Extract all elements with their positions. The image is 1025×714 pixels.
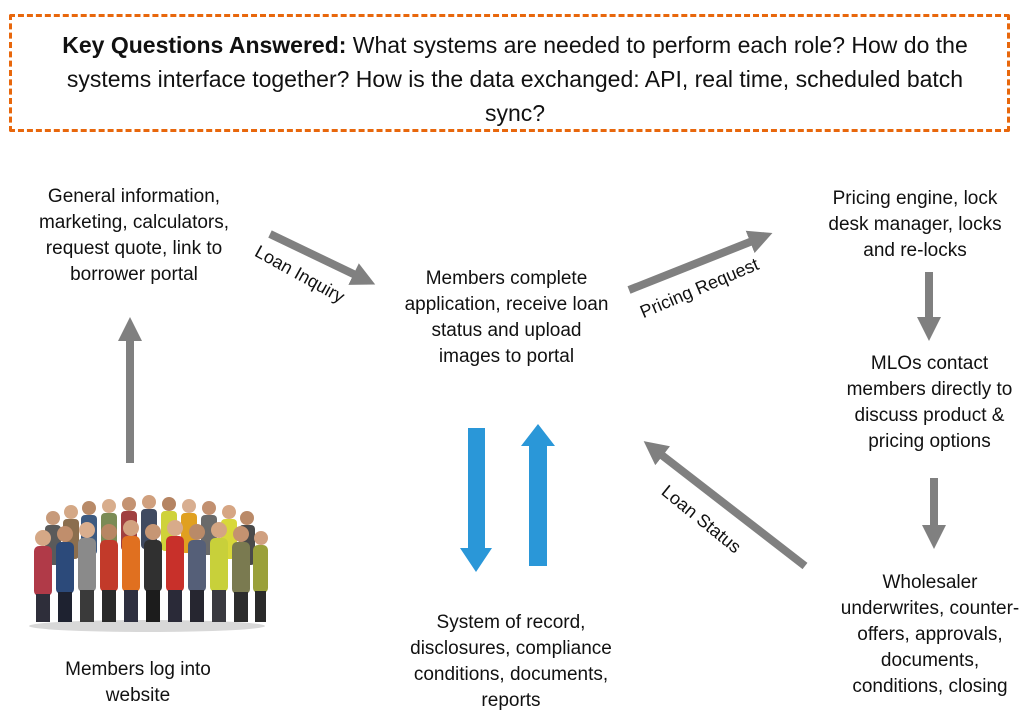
key-questions-text: Key Questions Answered: What systems are… (40, 28, 990, 130)
mlos-text: MLOs contact members directly to discuss… (846, 353, 1013, 452)
wholesaler-text: Wholesaler underwrites, counter-offers, … (840, 572, 1020, 697)
key-questions-heading: Key Questions Answered: (62, 32, 347, 58)
portal-text: Members complete application, receive lo… (404, 268, 609, 367)
pricing-text: Pricing engine, lock desk manager, locks… (828, 188, 1002, 261)
members-text: Members log into website (65, 659, 211, 706)
arrow-loan-status (643, 441, 808, 570)
arrow-pricing-request (627, 230, 773, 294)
arrow-loan-inquiry (268, 230, 376, 285)
website-info-text: General information, marketing, calculat… (38, 186, 230, 285)
members-crowd-image (29, 495, 268, 632)
arrow-up-blue (521, 424, 555, 566)
key-questions-body: What systems are needed to perform each … (66, 32, 968, 126)
arrow-down-blue (460, 428, 492, 572)
key-questions-box (9, 14, 1010, 132)
system-of-record-text: System of record, disclosures, complianc… (410, 612, 612, 711)
